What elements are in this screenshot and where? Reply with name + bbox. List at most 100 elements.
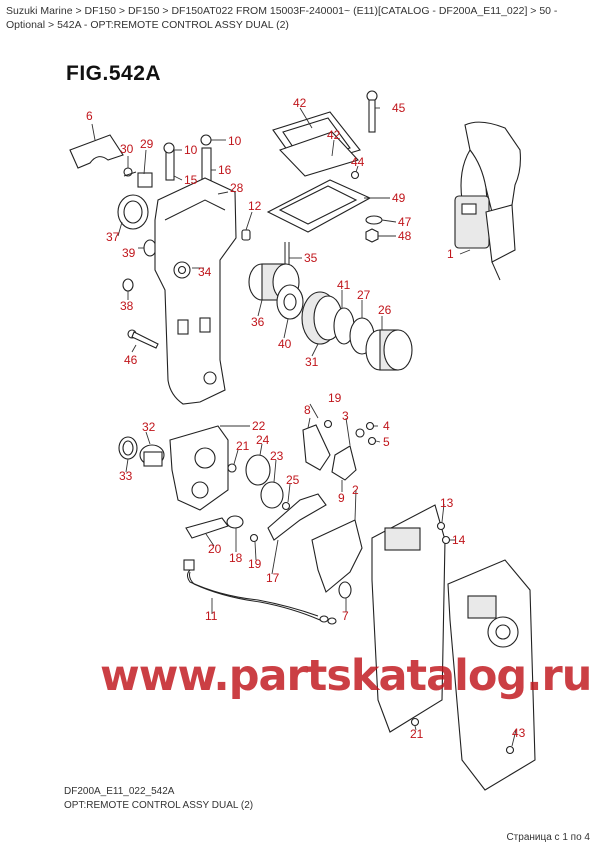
screw-19b <box>249 533 259 543</box>
callout-46: 46 <box>124 353 138 367</box>
control-box <box>447 559 536 791</box>
callout-16: 16 <box>218 163 232 177</box>
callout-21: 21 <box>410 727 424 741</box>
callout-29: 29 <box>140 137 154 151</box>
callout-37: 37 <box>106 230 120 244</box>
callout-15: 15 <box>184 173 198 187</box>
callout-41: 41 <box>337 278 351 292</box>
callout-48: 48 <box>398 229 412 243</box>
callout-49: 49 <box>392 191 406 205</box>
screw-14 <box>441 535 451 545</box>
main-housing-28-34 <box>154 177 237 405</box>
callout-8: 8 <box>304 403 311 417</box>
callout-2: 2 <box>352 483 359 497</box>
cam-plate-24 <box>245 454 271 486</box>
leader-lines <box>91 107 517 747</box>
callout-23: 23 <box>270 449 284 463</box>
callout-10: 10 <box>228 134 242 148</box>
callout-32: 32 <box>142 420 156 434</box>
callout-35: 35 <box>304 251 318 265</box>
callout-28: 28 <box>230 181 244 195</box>
callout-13: 13 <box>440 496 454 510</box>
bracket-2 <box>311 519 363 599</box>
screw-43 <box>505 745 515 755</box>
callout-24: 24 <box>256 433 270 447</box>
callout-44: 44 <box>351 155 365 169</box>
arm-17 <box>267 493 327 541</box>
cam-23 <box>260 481 284 509</box>
cover-6 <box>69 134 124 169</box>
harness-11 <box>183 559 337 625</box>
callout-10: 10 <box>184 143 198 157</box>
nut-48 <box>365 228 379 243</box>
callout-42: 42 <box>327 128 341 142</box>
callout-26: 26 <box>378 303 392 317</box>
callout-31: 31 <box>305 355 319 369</box>
seal-ring-37 <box>117 194 149 230</box>
callout-labels: 42 45 42 44 49 47 48 1 6 30 29 10 10 15 … <box>86 96 526 741</box>
stud-15-16 <box>163 134 212 193</box>
watermark: www.partskatalog.ru <box>100 651 591 701</box>
callout-42: 42 <box>293 96 307 110</box>
callout-30: 30 <box>120 142 134 156</box>
link-20 <box>185 517 229 539</box>
switch-32 <box>139 444 165 467</box>
diagram-caption: OPT:REMOTE CONTROL ASSY DUAL (2) <box>64 800 254 811</box>
callout-17: 17 <box>266 571 280 585</box>
callout-19: 19 <box>328 391 342 405</box>
washer-40 <box>276 284 304 320</box>
screw-21b <box>410 717 420 727</box>
callout-6: 6 <box>86 109 93 123</box>
callout-25: 25 <box>286 473 300 487</box>
callout-34: 34 <box>198 265 212 279</box>
callout-40: 40 <box>278 337 292 351</box>
callout-18: 18 <box>229 551 243 565</box>
screw-19a <box>323 419 333 429</box>
callout-20: 20 <box>208 542 222 556</box>
callout-19: 19 <box>248 557 262 571</box>
clip-33 <box>118 436 138 460</box>
callout-5: 5 <box>383 435 390 449</box>
bolt-46 <box>127 329 159 349</box>
screw-21a <box>227 463 237 473</box>
callout-36: 36 <box>251 315 265 329</box>
callout-43: 43 <box>512 726 526 740</box>
lever-9 <box>331 445 357 481</box>
callout-38: 38 <box>120 299 134 313</box>
callout-12: 12 <box>248 199 262 213</box>
callout-33: 33 <box>119 469 133 483</box>
callout-3: 3 <box>342 409 349 423</box>
washer-18 <box>226 515 244 529</box>
callout-11: 11 <box>205 609 218 623</box>
gasket-plate-42 <box>272 111 361 177</box>
cover-plate <box>371 504 446 733</box>
gasket-plate-49 <box>266 179 372 233</box>
figure-title: FIG.542A <box>66 62 162 85</box>
callout-9: 9 <box>338 491 345 505</box>
collar-39 <box>143 239 157 257</box>
bracket-29 <box>137 172 153 188</box>
sleeve-26 <box>365 329 413 371</box>
callout-47: 47 <box>398 215 412 229</box>
screw-25 <box>281 501 291 511</box>
screw-30 <box>123 167 137 177</box>
callout-7: 7 <box>342 609 349 623</box>
diagram-code: DF200A_E11_022_542A <box>64 786 175 797</box>
callout-4: 4 <box>383 419 390 433</box>
bolt-45 <box>366 90 378 133</box>
page-indicator: Страница с 1 по 4 <box>506 832 590 843</box>
callout-27: 27 <box>357 288 371 302</box>
screw-13 <box>436 521 446 531</box>
breadcrumb: Suzuki Marine > DF150 > DF150 > DF150AT0… <box>6 5 558 31</box>
callout-22: 22 <box>252 419 266 433</box>
pin-12 <box>241 229 251 241</box>
screw-44 <box>350 170 360 180</box>
washer-47 <box>365 215 383 225</box>
callout-39: 39 <box>122 246 136 260</box>
lever-3-4-5 <box>355 421 377 446</box>
pin-38 <box>122 278 134 292</box>
bracket-8 <box>302 424 331 471</box>
callout-14: 14 <box>452 533 466 547</box>
switch-housing-22 <box>169 425 229 511</box>
